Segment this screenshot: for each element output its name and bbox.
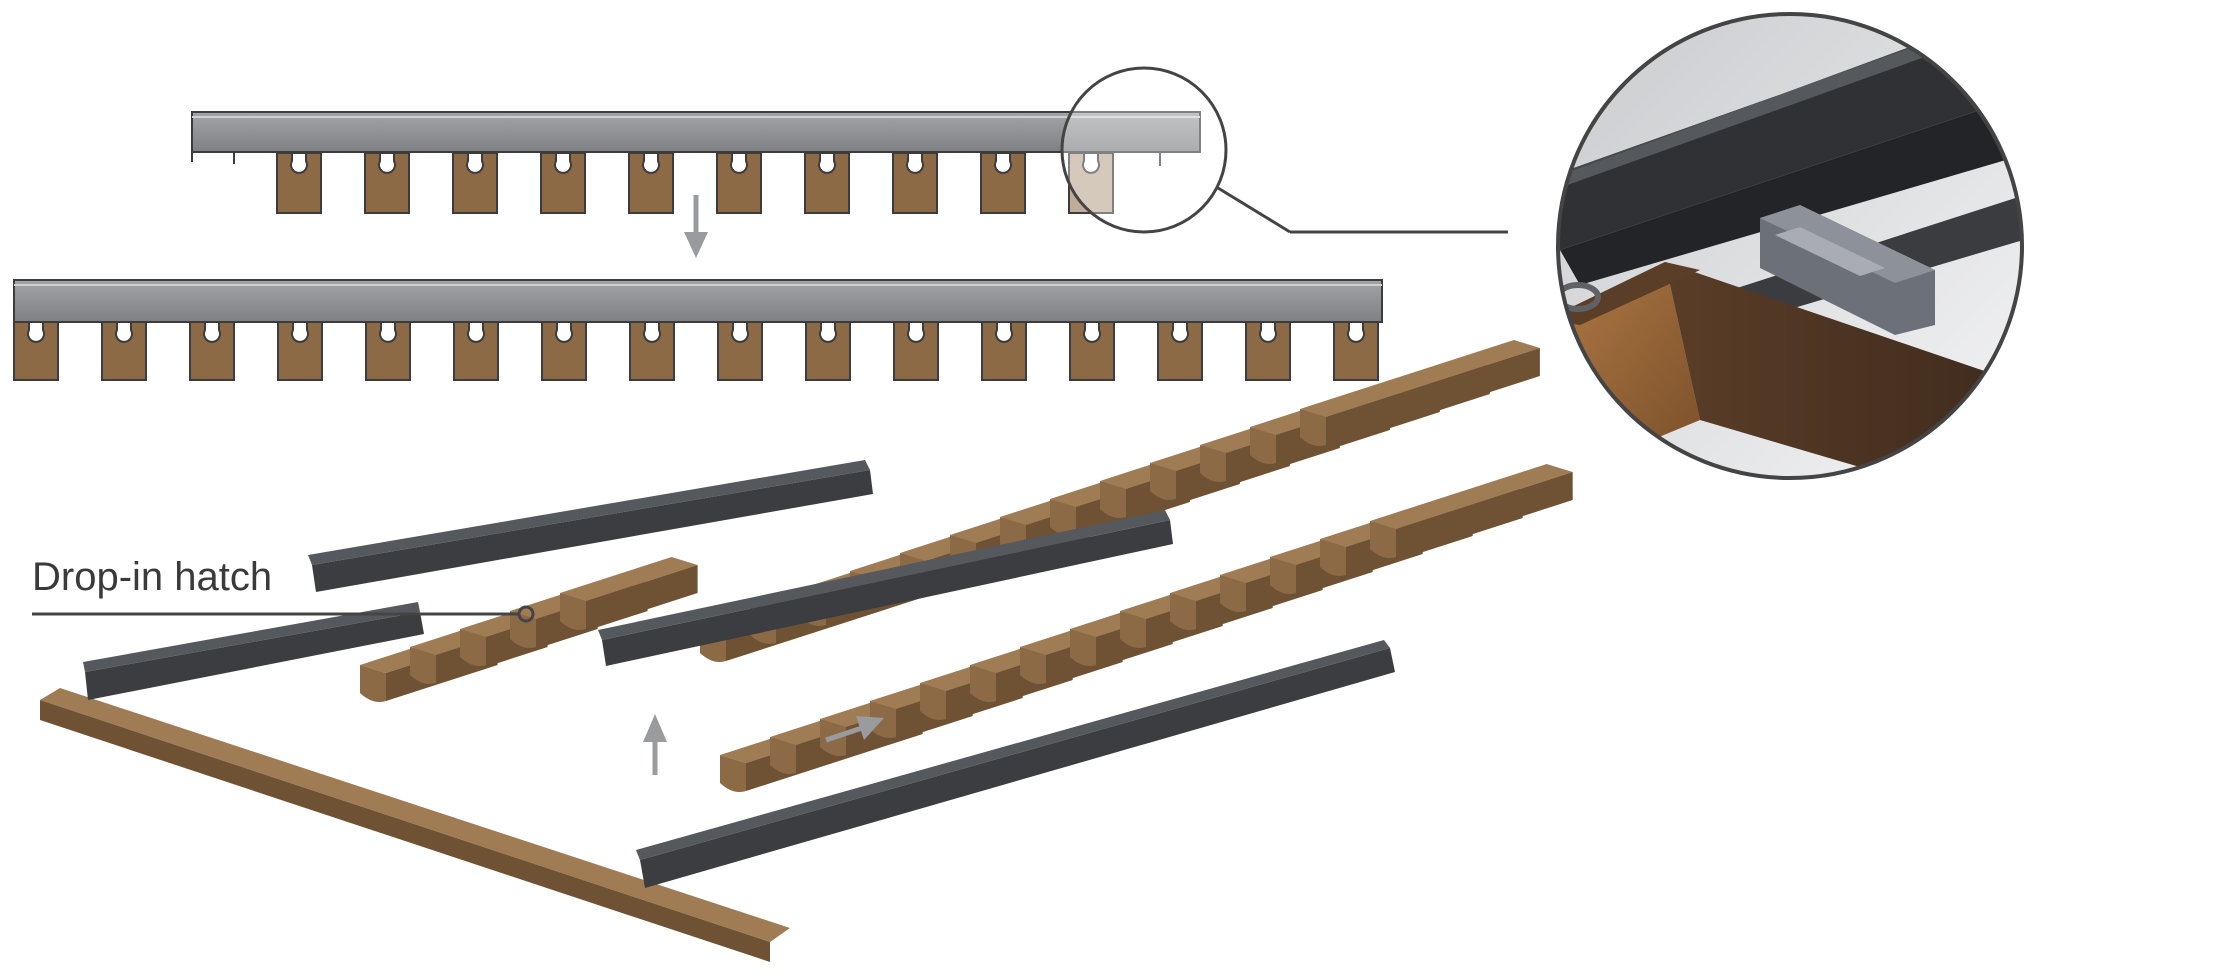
wood-block <box>804 152 850 214</box>
wood-block <box>716 152 762 214</box>
callout-pointer <box>517 605 535 623</box>
wood-block <box>101 321 147 381</box>
wood-block <box>980 152 1026 214</box>
deck-rail-left <box>85 612 424 700</box>
deck-slat <box>1370 464 1573 558</box>
wood-block <box>629 321 675 381</box>
frame-beam-front <box>40 688 790 942</box>
hatch-rail-front <box>602 520 1173 666</box>
isometric-deck-assembly <box>40 340 1573 962</box>
wood-block <box>540 152 586 214</box>
hatch-rail-back <box>312 470 873 592</box>
wood-block <box>364 152 410 214</box>
wood-block <box>1333 321 1379 381</box>
deck-slat <box>560 557 698 630</box>
callout-label: Drop-in hatch <box>32 555 272 599</box>
wood-block <box>452 152 498 214</box>
zoom-detail-view <box>1556 12 2024 480</box>
wood-block <box>189 321 235 381</box>
deck-slats-right <box>720 464 1573 792</box>
deck-rail-right <box>640 648 1395 888</box>
top-profile-rail-assembly <box>191 111 1201 214</box>
magnifier-circle <box>1060 66 1508 234</box>
wood-block <box>13 321 59 381</box>
wood-block <box>717 321 763 381</box>
mid-profile-rail-assembly <box>13 279 1383 381</box>
deck-slats-left <box>360 557 698 702</box>
wood-block <box>892 152 938 214</box>
wood-block <box>893 321 939 381</box>
wood-block <box>453 321 499 381</box>
top-profile-rail <box>191 111 1201 153</box>
wood-block <box>541 321 587 381</box>
wood-block <box>365 321 411 381</box>
wood-block <box>1157 321 1203 381</box>
up-arrow-icon <box>643 714 667 775</box>
wood-block <box>805 321 851 381</box>
wood-block <box>276 152 322 214</box>
down-arrow-icon <box>684 195 708 258</box>
wood-block <box>981 321 1027 381</box>
mid-profile-wood-blocks <box>13 321 1379 381</box>
hatch-slat <box>1300 340 1540 446</box>
diagonal-arrow-icon <box>825 716 884 743</box>
callout-drop-in-hatch: Drop-in hatch <box>32 555 535 623</box>
wood-block <box>628 152 674 214</box>
wood-block <box>1069 321 1115 381</box>
mid-profile-rail <box>13 279 1383 323</box>
wood-block <box>277 321 323 381</box>
wood-block <box>1245 321 1291 381</box>
